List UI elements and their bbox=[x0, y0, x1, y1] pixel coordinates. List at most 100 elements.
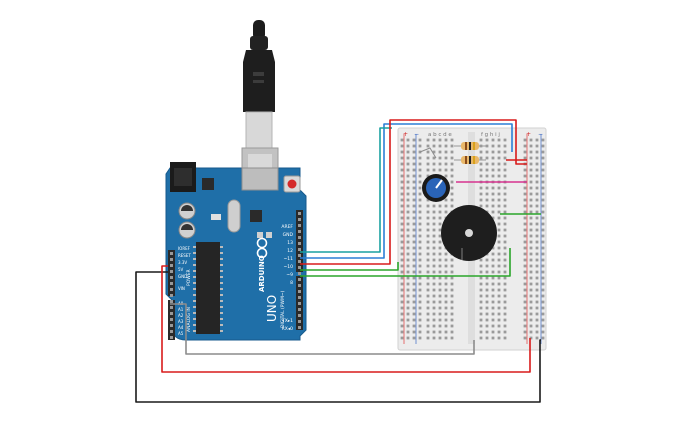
reset-button[interactable] bbox=[283, 175, 301, 193]
label-3v3: 3.3V bbox=[178, 260, 187, 265]
breadboard-hole bbox=[450, 324, 454, 328]
breadboard-hole bbox=[497, 306, 501, 310]
breadboard-hole bbox=[400, 306, 404, 310]
breadboard-hole bbox=[479, 318, 483, 322]
capacitor bbox=[178, 221, 196, 239]
potentiometer-icon[interactable] bbox=[422, 174, 450, 202]
breadboard-hole bbox=[541, 192, 545, 196]
breadboard-hole bbox=[418, 282, 422, 286]
breadboard-hole bbox=[491, 312, 495, 316]
breadboard-hole bbox=[438, 144, 442, 148]
wire-black-gnd bbox=[135, 271, 541, 403]
breadboard-hole bbox=[491, 210, 495, 214]
breadboard-hole bbox=[497, 288, 501, 292]
breadboard-hole bbox=[535, 306, 539, 310]
breadboard-hole bbox=[438, 138, 442, 142]
breadboard-hole bbox=[412, 258, 416, 262]
breadboard-hole bbox=[541, 246, 545, 250]
breadboard-hole bbox=[412, 306, 416, 310]
breadboard-hole bbox=[523, 318, 527, 322]
breadboard-hole bbox=[400, 270, 404, 274]
breadboard-hole bbox=[400, 186, 404, 190]
breadboard-hole bbox=[535, 240, 539, 244]
breadboard-hole bbox=[400, 192, 404, 196]
breadboard-hole bbox=[444, 210, 448, 214]
breadboard-hole bbox=[529, 270, 533, 274]
breadboard-hole bbox=[444, 150, 448, 154]
breadboard-hole bbox=[432, 162, 436, 166]
breadboard-hole bbox=[432, 204, 436, 208]
breadboard-hole bbox=[541, 252, 545, 256]
breadboard-hole bbox=[400, 168, 404, 172]
breadboard-hole bbox=[503, 240, 507, 244]
breadboard-hole bbox=[444, 288, 448, 292]
piezo-buzzer-icon bbox=[441, 205, 497, 261]
breadboard-hole bbox=[418, 324, 422, 328]
breadboard-hole bbox=[523, 168, 527, 172]
breadboard-hole bbox=[529, 282, 533, 286]
breadboard-hole bbox=[412, 330, 416, 334]
breadboard-hole bbox=[541, 240, 545, 244]
breadboard-hole bbox=[432, 210, 436, 214]
breadboard-hole bbox=[491, 282, 495, 286]
breadboard-hole bbox=[412, 162, 416, 166]
breadboard-hole bbox=[479, 150, 483, 154]
breadboard-hole bbox=[400, 234, 404, 238]
breadboard-hole bbox=[503, 294, 507, 298]
breadboard-hole bbox=[450, 150, 454, 154]
breadboard-hole bbox=[400, 210, 404, 214]
column-letters-left: a b c d e bbox=[428, 132, 452, 138]
breadboard-hole bbox=[497, 318, 501, 322]
breadboard-hole bbox=[438, 210, 442, 214]
breadboard-hole bbox=[541, 294, 545, 298]
breadboard-hole bbox=[426, 330, 430, 334]
breadboard-hole bbox=[529, 210, 533, 214]
breadboard-hole bbox=[529, 276, 533, 280]
breadboard-hole bbox=[426, 282, 430, 286]
breadboard-hole bbox=[412, 138, 416, 142]
breadboard-hole bbox=[541, 174, 545, 178]
label-ioref: IOREF bbox=[178, 246, 191, 251]
breadboard-hole bbox=[432, 336, 436, 340]
breadboard-hole bbox=[444, 270, 448, 274]
breadboard-hole bbox=[432, 216, 436, 220]
breadboard-hole bbox=[406, 276, 410, 280]
breadboard-hole bbox=[432, 318, 436, 322]
breadboard-hole bbox=[503, 198, 507, 202]
breadboard-hole bbox=[418, 162, 422, 166]
breadboard-hole bbox=[444, 294, 448, 298]
breadboard-hole bbox=[450, 144, 454, 148]
breadboard-hole bbox=[400, 336, 404, 340]
breadboard-hole bbox=[438, 246, 442, 250]
breadboard-hole bbox=[432, 222, 436, 226]
breadboard-hole bbox=[497, 198, 501, 202]
breadboard-hole bbox=[523, 270, 527, 274]
breadboard-hole bbox=[406, 192, 410, 196]
model-label: UNO bbox=[265, 295, 279, 322]
breadboard-hole bbox=[400, 282, 404, 286]
breadboard-hole bbox=[541, 162, 545, 166]
breadboard-hole bbox=[418, 336, 422, 340]
breadboard-hole bbox=[535, 264, 539, 268]
breadboard-hole bbox=[523, 186, 527, 190]
breadboard-hole bbox=[412, 174, 416, 178]
breadboard-hole bbox=[400, 162, 404, 166]
breadboard-hole bbox=[535, 222, 539, 226]
wires bbox=[135, 119, 541, 403]
breadboard-hole bbox=[535, 330, 539, 334]
breadboard-hole bbox=[438, 228, 442, 232]
breadboard-hole bbox=[523, 150, 527, 154]
breadboard-hole bbox=[497, 222, 501, 226]
breadboard-hole bbox=[400, 318, 404, 322]
breadboard-hole bbox=[418, 210, 422, 214]
breadboard-hole bbox=[406, 204, 410, 208]
breadboard-hole bbox=[400, 324, 404, 328]
breadboard-hole bbox=[491, 288, 495, 292]
breadboard-hole bbox=[444, 138, 448, 142]
breadboard-hole bbox=[529, 258, 533, 262]
breadboard-hole bbox=[491, 246, 495, 250]
breadboard-hole bbox=[497, 228, 501, 232]
breadboard-hole bbox=[529, 294, 533, 298]
breadboard-hole bbox=[406, 150, 410, 154]
